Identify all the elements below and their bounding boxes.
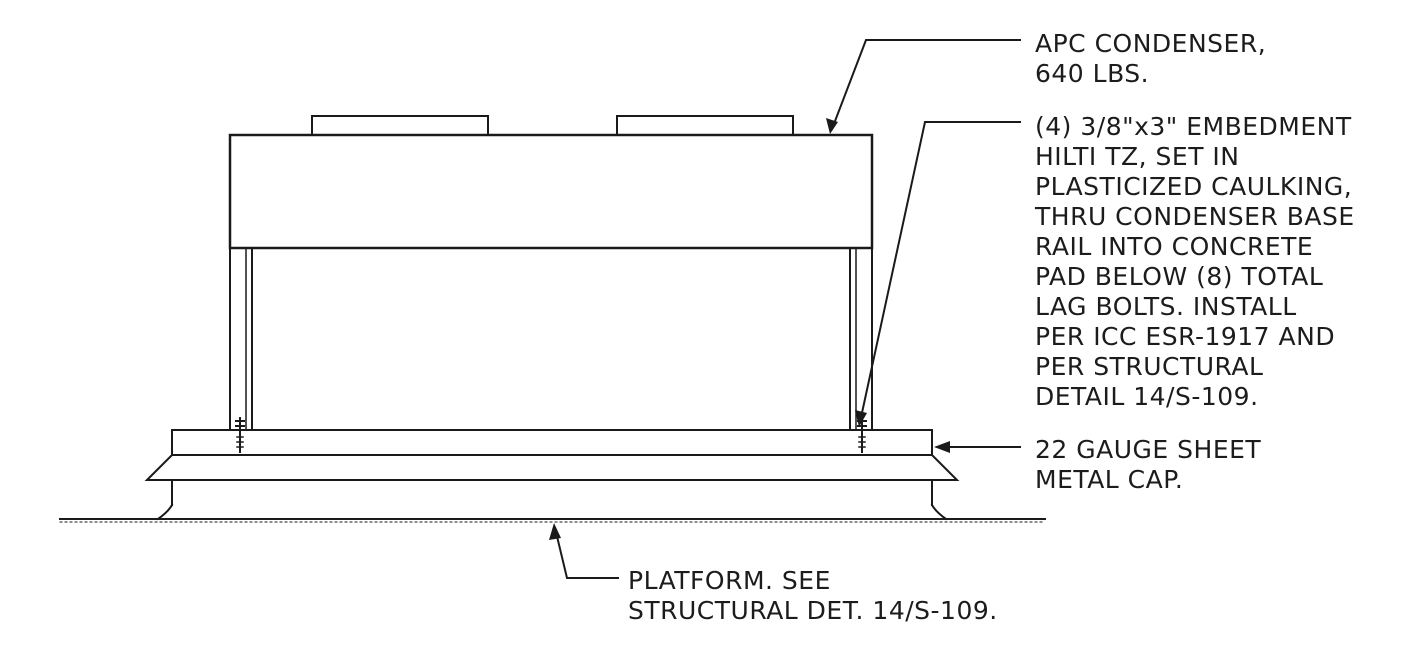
leader-sheet-metal-cap (934, 441, 1021, 453)
condenser-note: APC CONDENSER, 640 LBS. (1035, 29, 1275, 88)
platform-note: PLATFORM. SEE STRUCTURAL DET. 14/S-109. (628, 566, 998, 625)
condenser-unit (228, 133, 874, 250)
fan-housing-left (311, 115, 489, 136)
anchor-note: (4) 3/8"x3" EMBEDMENT HILTI TZ, SET IN P… (1034, 112, 1363, 411)
leader-platform (549, 523, 619, 579)
condenser-legs (229, 247, 873, 431)
fan-housing-right (616, 115, 794, 136)
ground-line (59, 518, 1046, 523)
leader-anchors (855, 121, 1021, 427)
leader-condenser (826, 39, 1021, 134)
sheet-metal-cap (171, 429, 933, 456)
anchor-bolt-left (235, 417, 245, 453)
sheet-metal-cap-note: 22 GAUGE SHEET METAL CAP. (1035, 435, 1270, 494)
platform-base (144, 454, 960, 521)
